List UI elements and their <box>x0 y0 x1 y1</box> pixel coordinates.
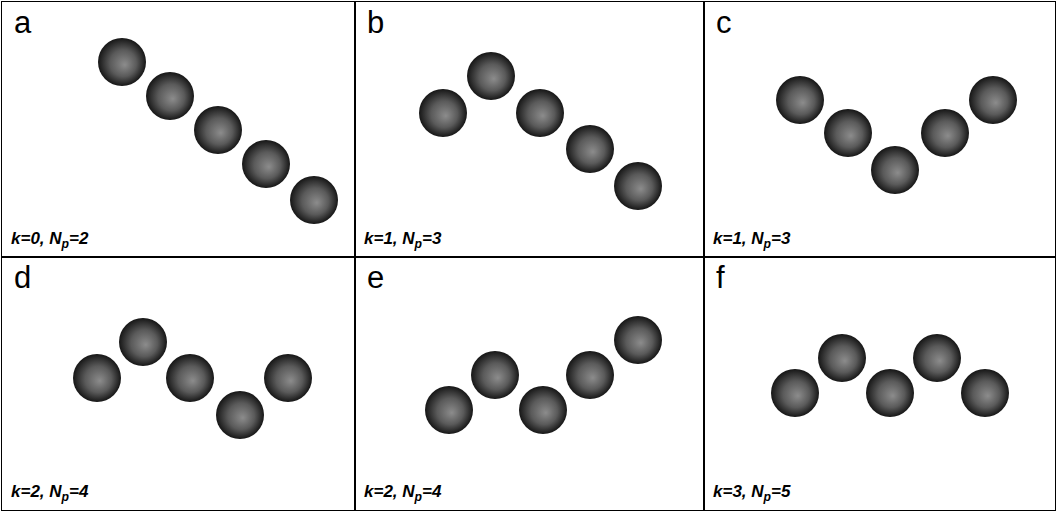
sphere <box>216 391 264 439</box>
sphere <box>73 354 121 402</box>
sphere <box>98 38 146 86</box>
sphere <box>969 76 1017 124</box>
sphere <box>818 334 866 382</box>
sphere <box>471 351 519 399</box>
figure-panel: e k=2, Np=4 <box>354 256 705 511</box>
panel-letter: c <box>716 6 732 40</box>
sphere <box>519 386 567 434</box>
sphere <box>961 369 1009 417</box>
panel-caption: k=1, Np=3 <box>364 229 441 249</box>
sphere <box>871 146 919 194</box>
sphere <box>921 109 969 157</box>
figure-panel: d k=2, Np=4 <box>1 256 356 511</box>
sphere <box>166 354 214 402</box>
sphere <box>146 72 194 120</box>
sphere <box>419 89 467 137</box>
panel-caption: k=1, Np=3 <box>713 229 790 249</box>
figure-panel: a k=0, Np=2 <box>1 1 356 258</box>
sphere <box>913 334 961 382</box>
sphere <box>194 106 242 154</box>
sphere <box>771 369 819 417</box>
panel-letter: d <box>14 261 31 295</box>
sphere <box>264 354 312 402</box>
panel-caption: k=2, Np=4 <box>364 482 441 502</box>
panel-letter: b <box>367 6 384 40</box>
sphere <box>242 140 290 188</box>
panel-letter: e <box>367 261 384 295</box>
panel-caption: k=0, Np=2 <box>11 229 88 249</box>
sphere <box>425 386 473 434</box>
sphere <box>776 76 824 124</box>
sphere <box>614 162 662 210</box>
sphere <box>119 318 167 366</box>
panel-letter: a <box>14 6 31 40</box>
sphere <box>614 316 662 364</box>
panel-caption: k=3, Np=5 <box>713 482 790 502</box>
figure-panel: b k=1, Np=3 <box>354 1 705 258</box>
sphere <box>566 125 614 173</box>
sphere <box>467 52 515 100</box>
sphere <box>290 176 338 224</box>
sphere <box>866 369 914 417</box>
figure-panel: c k=1, Np=3 <box>703 1 1056 258</box>
panel-caption: k=2, Np=4 <box>11 482 88 502</box>
figure-panel: f k=3, Np=5 <box>703 256 1056 511</box>
sphere <box>516 89 564 137</box>
panel-letter: f <box>716 261 725 295</box>
sphere <box>824 109 872 157</box>
sphere <box>566 351 614 399</box>
